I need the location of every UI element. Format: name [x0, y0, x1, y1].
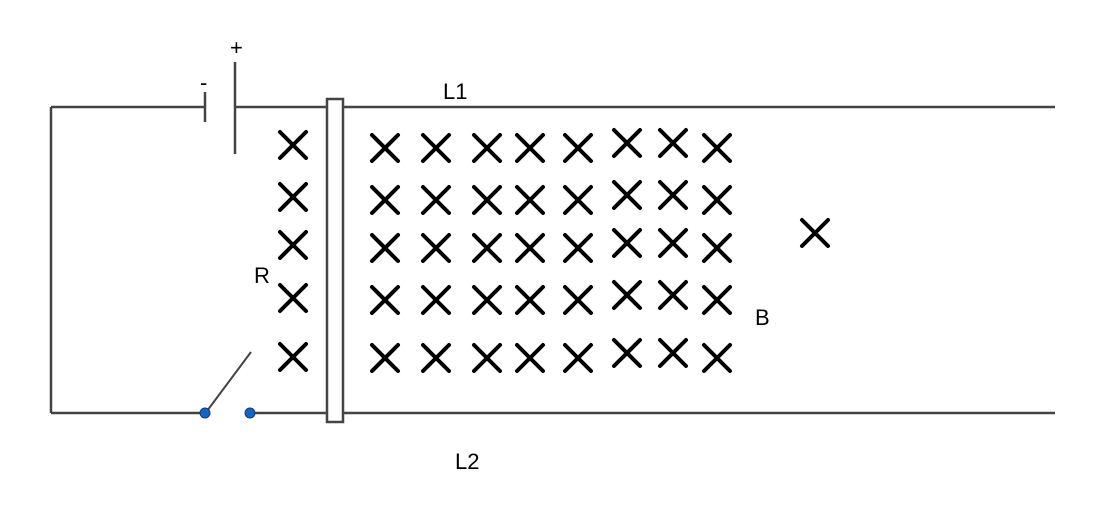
- field-cross-icon: [702, 285, 732, 315]
- battery-minus-label: -: [200, 70, 208, 95]
- field-cross-icon: [421, 133, 451, 163]
- field-cross-icon: [278, 342, 308, 372]
- switch-blade[interactable]: [206, 351, 252, 412]
- field-cross-icon: [515, 185, 545, 215]
- field-cross-icon: [563, 185, 593, 215]
- field-cross-icon: [612, 180, 642, 210]
- switch-terminal-right: [244, 407, 256, 419]
- field-cross-icon: [658, 128, 688, 158]
- field-cross-icon: [515, 233, 545, 263]
- resistor-r-label: R: [254, 263, 270, 288]
- field-cross-icon: [370, 285, 400, 315]
- field-cross-icon: [472, 285, 502, 315]
- field-cross-icon: [658, 280, 688, 310]
- field-cross-icon: [563, 343, 593, 373]
- field-cross-icon: [370, 233, 400, 263]
- field-cross-icon: [563, 233, 593, 263]
- field-cross-icon: [278, 182, 308, 212]
- field-cross-icon: [612, 280, 642, 310]
- field-cross-icon: [658, 228, 688, 258]
- field-cross-icon: [472, 185, 502, 215]
- field-cross-icon: [472, 343, 502, 373]
- field-cross-icon: [515, 343, 545, 373]
- field-cross-icon: [421, 343, 451, 373]
- field-cross-icon: [612, 228, 642, 258]
- field-cross-icon: [421, 185, 451, 215]
- field-cross-icon: [658, 338, 688, 368]
- battery-plus-label: +: [230, 35, 243, 60]
- field-cross-icon: [702, 133, 732, 163]
- field-cross-icon: [278, 283, 308, 313]
- field-cross-icon: [612, 338, 642, 368]
- field-cross-icon: [370, 343, 400, 373]
- field-cross-icon: [702, 233, 732, 263]
- field-cross-icon: [612, 128, 642, 158]
- field-cross-icon: [563, 133, 593, 163]
- sliding-rod[interactable]: [325, 97, 345, 424]
- field-cross-icon: [658, 180, 688, 210]
- rail-l2-label: L2: [455, 449, 480, 474]
- field-cross-icon: [702, 185, 732, 215]
- field-cross-icon: [421, 285, 451, 315]
- field-cross-icon: [800, 218, 830, 248]
- field-cross-icon: [370, 185, 400, 215]
- field-cross-icon: [515, 285, 545, 315]
- field-cross-icon: [421, 233, 451, 263]
- field-cross-icon: [702, 343, 732, 373]
- switch-terminal-left: [199, 407, 211, 419]
- field-cross-icon: [515, 133, 545, 163]
- field-cross-icon: [370, 133, 400, 163]
- field-cross-icon: [563, 285, 593, 315]
- field-b-label: B: [755, 305, 770, 330]
- field-cross-icon: [472, 133, 502, 163]
- field-cross-icon: [278, 130, 308, 160]
- field-cross-icon: [472, 233, 502, 263]
- rail-l1-label: L1: [443, 79, 468, 104]
- field-cross-icon: [278, 230, 308, 260]
